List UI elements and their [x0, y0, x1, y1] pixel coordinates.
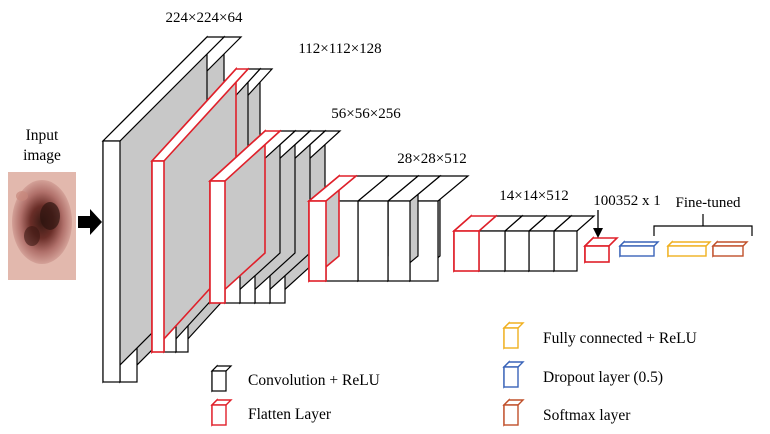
layer-dims-label: 112×112×128: [298, 41, 381, 57]
layer-dims-label: 224×224×64: [166, 10, 243, 26]
stage-4-blocks: [309, 176, 468, 281]
layer-dims-label: 14×14×512: [499, 188, 568, 204]
dropout-cube-icon: [504, 362, 523, 387]
stage-5-blocks: [454, 216, 594, 271]
legend: Convolution + ReLU Flatten Layer Fully c…: [212, 323, 697, 425]
legend-label: Convolution + ReLU: [248, 372, 380, 389]
conv-cube-icon: [212, 366, 231, 391]
input-arrow-icon: [78, 209, 102, 235]
fc-cube-icon: [504, 323, 523, 348]
legend-item-conv: Convolution + ReLU: [212, 366, 380, 391]
legend-label: Softmax layer: [543, 407, 631, 424]
fine-tuned-label: Fine-tuned: [676, 195, 741, 211]
flatten-pointer-arrow-icon: [593, 210, 603, 238]
legend-item-fc: Fully connected + ReLU: [504, 323, 697, 348]
skin-lesion-image: [8, 172, 76, 280]
input-label-line1: Input: [26, 127, 59, 144]
input-image-group: Input image: [8, 127, 102, 280]
classifier-head: [585, 238, 747, 262]
fc-block: [668, 242, 710, 256]
softmax-cube-icon: [504, 400, 523, 425]
legend-item-flatten: Flatten Layer: [212, 400, 332, 425]
legend-label: Fully connected + ReLU: [543, 330, 697, 347]
input-label-line2: image: [23, 147, 61, 164]
layer-dims-label: 28×28×512: [397, 151, 466, 167]
fine-tuned-bracket: [654, 214, 752, 236]
flatten-vector-block: [585, 238, 617, 262]
layer-dims-label: 56×56×256: [331, 106, 401, 122]
legend-item-dropout: Dropout layer (0.5): [504, 362, 663, 387]
flatten-cube-icon: [212, 400, 231, 425]
dropout-block: [620, 242, 658, 256]
legend-label: Flatten Layer: [248, 406, 332, 423]
legend-item-softmax: Softmax layer: [504, 400, 631, 425]
legend-label: Dropout layer (0.5): [543, 369, 663, 386]
softmax-block: [713, 242, 747, 256]
flatten-dims-label: 100352 x 1: [593, 193, 661, 209]
